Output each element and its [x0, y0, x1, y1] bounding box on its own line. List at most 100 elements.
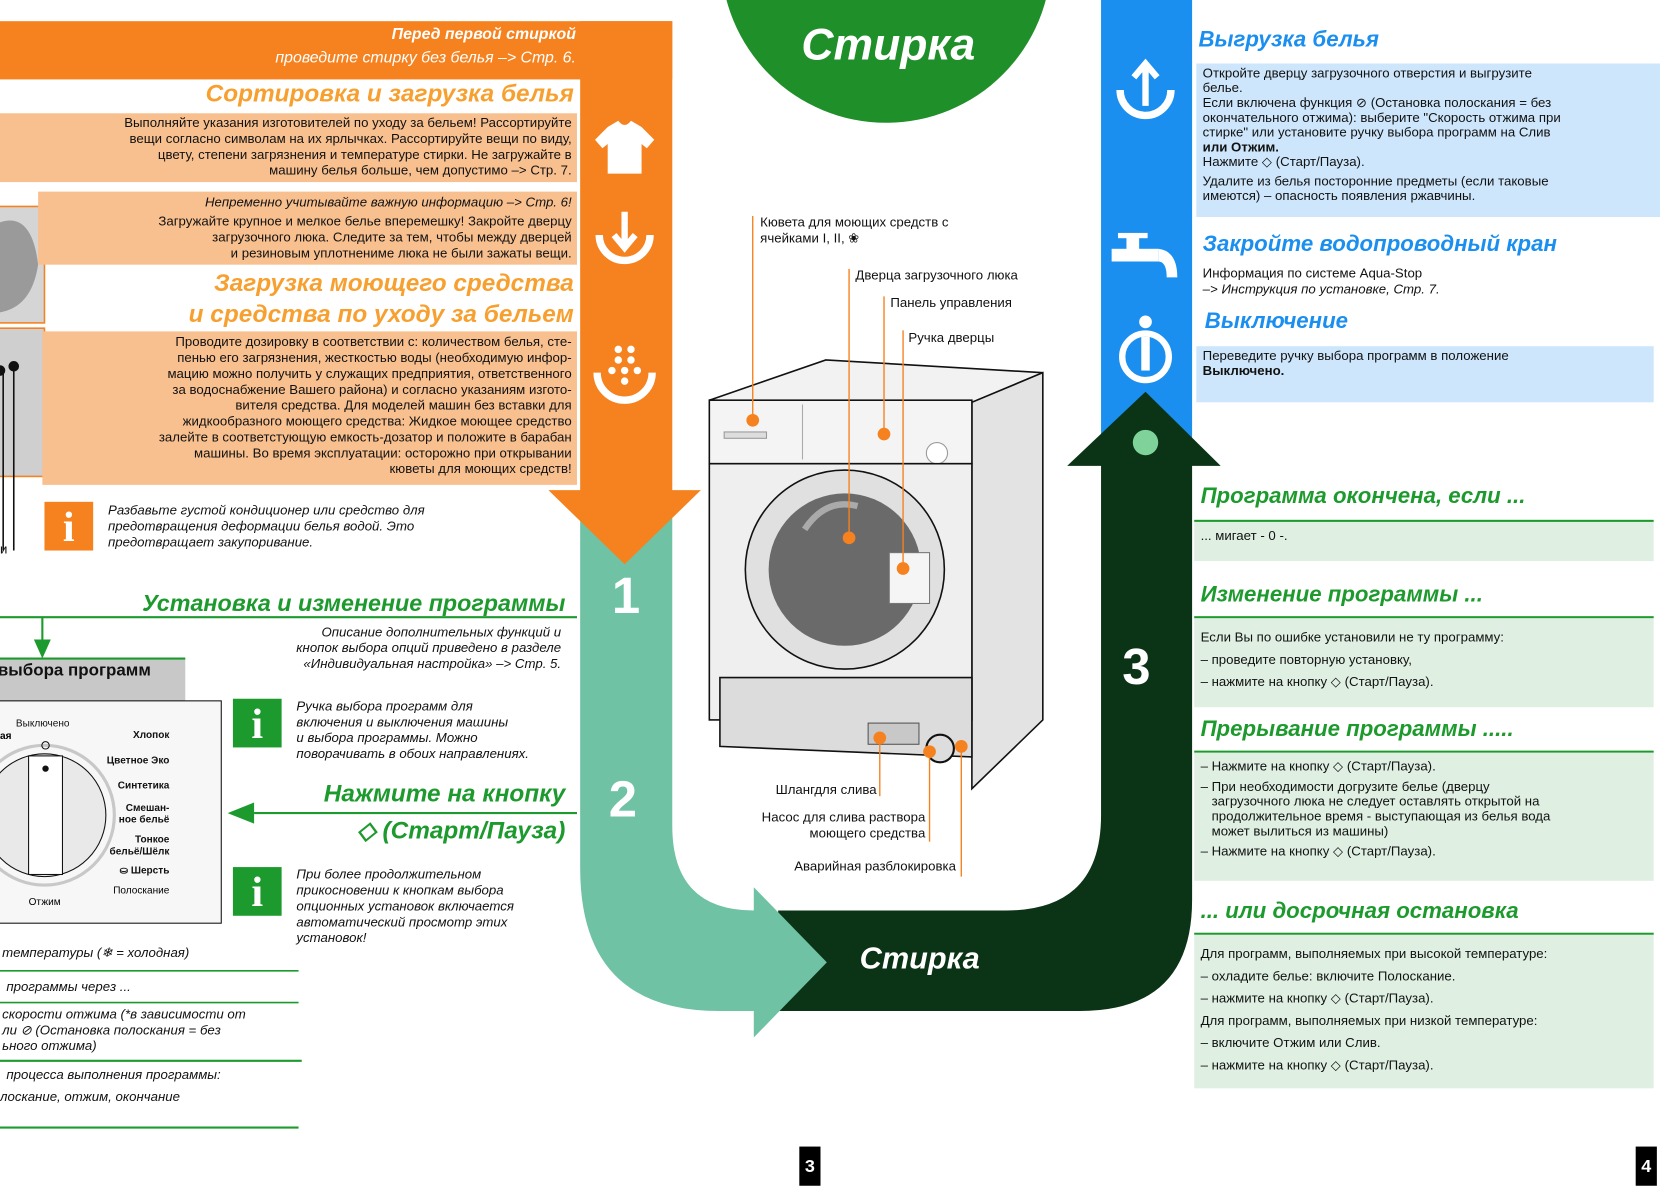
stop-text: Для программ, выполняемых при высокой те… — [1194, 934, 1654, 1089]
text-line: скорости отжима (*в зависимости от — [2, 1006, 246, 1022]
text-line: «Индивидуальная настройка» –> Стр. 5. — [303, 656, 562, 672]
text-line: Выключено. — [1202, 363, 1285, 378]
loading-note: Непременно учитывайте важную информацию … — [204, 194, 572, 210]
text-line: жидкообразного моющего средства: Жидкое … — [182, 413, 572, 429]
text-line: При более продолжительном — [296, 867, 482, 882]
selector-title-bar — [0, 658, 186, 701]
dial-option-color-eco[interactable]: Цветное Эко — [106, 754, 170, 767]
bottom-row-spin: скорости отжима (*в зависимости от ли ⊘ … — [2, 1007, 246, 1055]
program-desc: Описание дополнительных функций и кнопок… — [296, 625, 561, 673]
dial-option-spin[interactable]: Отжим — [28, 896, 61, 909]
page-number-3: 3 — [799, 1146, 821, 1186]
text-line: Разбавьте густой кондиционер или средств… — [107, 502, 425, 518]
shirt-icon — [594, 120, 655, 174]
text-line: загрузочного люка не следует оставлять о… — [1200, 794, 1540, 809]
tap-icon — [1111, 232, 1178, 278]
detergent-text: Проводите дозировку в соответствии с: ко… — [42, 331, 577, 485]
selector-title: выбора программ — [0, 661, 151, 680]
wool-icon: ⛀ — [119, 864, 131, 877]
change-heading: Изменение программы ... — [1200, 582, 1483, 607]
off-heading: Выключение — [1204, 309, 1349, 334]
teal-band — [580, 490, 827, 1038]
orange-arrow — [548, 490, 701, 565]
text-line: вещи согласно символам на их ярлычках. Р… — [129, 131, 572, 147]
dial-off-label[interactable]: Выключено — [15, 717, 70, 730]
bottom-band-title: Стирка — [859, 942, 980, 977]
text-line: кнопок выбора опций приведено в разделе — [296, 640, 562, 656]
unload-icon — [1116, 58, 1175, 120]
text-line: Описание дополнительных функций и — [321, 624, 562, 640]
dial-option-wool-label: Шерсть — [130, 864, 170, 877]
text-line: прикосновении к кнопкам выбора — [296, 882, 504, 898]
selector-tip: Ручка выбора программ для включения и вы… — [296, 699, 529, 763]
label-emergency-release: Аварийная разблокировка — [794, 858, 957, 874]
text-line: Переведите ручку выбора программ в полож… — [1202, 348, 1509, 364]
start-pause-button-label: ◇ (Старт/Пауза) — [357, 816, 566, 844]
text-line: машину белья больше, чем допустимо –> Ст… — [269, 163, 572, 178]
dial-option-rinse[interactable]: Полоскание — [113, 885, 170, 897]
stop-heading: ... или досрочная остановка — [1200, 898, 1519, 924]
info-circle-icon — [1119, 315, 1172, 384]
info-icon: i — [44, 501, 94, 551]
text-line: – охладите белье: включите Полоскание. — [1200, 968, 1456, 984]
dial-option-mixed[interactable]: Смешан- ное бельё — [118, 802, 170, 826]
text-line: Выполняйте указания изготовителей по ухо… — [124, 115, 572, 131]
dial-option-synthetic[interactable]: Синтетика — [117, 780, 170, 792]
text-line: загрузочного люка. Следите за тем, чтобы… — [212, 229, 572, 245]
off-text: Переведите ручку выбора программ в полож… — [1196, 346, 1654, 403]
text-line: – проведите повторную установку, — [1200, 652, 1412, 667]
download-icon — [595, 211, 654, 265]
text-line: Нажмите ◇ (Старт/Пауза). — [1202, 154, 1365, 170]
step-number-1: 1 — [611, 568, 641, 625]
label-drain-pump: Насос для слива раствора моющего средств… — [762, 810, 926, 842]
bottom-row-temperature: температуры (❄ = холодная) — [2, 945, 190, 961]
bottom-row-delay: программы через ... — [6, 979, 131, 995]
dial-option-delicate[interactable]: Тонкое бельё/Шёлк — [109, 834, 170, 858]
text-line: может вылиться из машины) — [1200, 823, 1389, 839]
tap-heading: Закройте водопроводный кран — [1202, 231, 1557, 257]
text-line: мацию можно получить у служащих предприя… — [167, 366, 572, 382]
text-line: установок! — [296, 930, 367, 946]
loading-text: Непременно учитывайте важную информацию … — [38, 191, 577, 265]
page-number-4: 4 — [1635, 1146, 1657, 1186]
step-number-3: 3 — [1122, 639, 1151, 696]
text-line: Если включена функция ⊘ (Остановка полос… — [1202, 95, 1552, 111]
detergent-icon — [593, 345, 656, 404]
dial-left-partial: ая — [0, 730, 12, 743]
text-line: автоматический просмотр этих — [296, 914, 508, 930]
text-line: – Нажмите на кнопку ◇ (Старт/Пауза). — [1200, 759, 1436, 774]
text-line: – нажмите на кнопку ◇ (Старт/Пауза). — [1200, 674, 1434, 690]
text-line: стирке" или установите ручку выбора прог… — [1202, 124, 1551, 140]
label-door: Дверца загрузочного люка — [855, 267, 1018, 283]
text-line: – Нажмите на кнопку ◇ (Старт/Пауза). — [1200, 843, 1436, 859]
top-green-circle — [726, 0, 1046, 123]
tap-text: Информация по системе Aqua-Stop –> Инстр… — [1203, 266, 1440, 298]
press-heading: Нажмите на кнопку — [323, 779, 566, 807]
text-line: или Отжим. — [1202, 139, 1279, 155]
dark-green-band — [778, 391, 1221, 1012]
text-line: вителя средства. Для моделей машин без в… — [235, 398, 572, 413]
text-line: цвету, степени загрязнения и температуре… — [157, 147, 572, 162]
step-number-2: 2 — [608, 771, 638, 828]
text-line: Удалите из белья посторонние предметы (е… — [1202, 173, 1549, 189]
text-line: Если Вы по ошибке установили не ту прогр… — [1200, 629, 1504, 645]
text-line: поворачивать в обоих направлениях. — [296, 746, 529, 762]
detergent-heading-1: Загрузка моющего средства — [214, 268, 574, 297]
text-line: предотвращает закупоривание. — [107, 534, 314, 550]
text-line: предотвращения деформации белья водой. Э… — [107, 518, 415, 534]
text-line: Насос для слива раствора — [761, 809, 926, 825]
text-line: Кювета для моющих средств с — [760, 214, 949, 230]
dial-option-wool[interactable]: ⛀ Шерсть — [120, 865, 170, 877]
text-line: белье. — [1202, 80, 1243, 96]
text-line: залейте в соответстующую емкость-дозатор… — [158, 429, 572, 445]
text-line: –> Инструкция по установке, Стр. 7. — [1202, 281, 1440, 297]
text-line: ьного отжима) — [2, 1038, 97, 1054]
text-line: окончательного отжима): выберите "Скорос… — [1202, 110, 1561, 125]
edge-letter: и — [0, 542, 8, 557]
text-line: продолжительное время - выступающая из б… — [1200, 808, 1551, 824]
finished-heading: Программа окончена, если ... — [1200, 483, 1526, 509]
finished-text: ... мигает - 0 -. — [1194, 521, 1654, 562]
text-line: моющего средства — [809, 825, 926, 841]
dial-option-cotton[interactable]: Хлопок — [133, 729, 170, 742]
text-line: Для программ, выполняемых при высокой те… — [1200, 946, 1548, 962]
